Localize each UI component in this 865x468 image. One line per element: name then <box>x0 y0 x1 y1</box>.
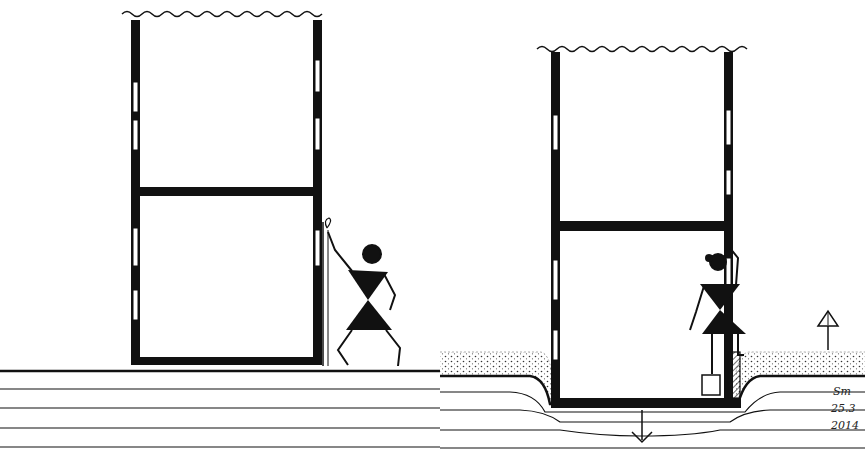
signature-note: 2014 <box>831 420 859 431</box>
signature-note: Sm <box>833 386 851 397</box>
left-building <box>122 12 322 366</box>
signature-note: 25.3 <box>831 403 856 414</box>
ground-layers <box>440 352 865 448</box>
movement-arrow <box>632 311 838 442</box>
right-building <box>537 47 747 409</box>
stick-figure <box>690 248 746 398</box>
stick-figure <box>323 218 400 366</box>
ground-layers <box>0 371 440 447</box>
